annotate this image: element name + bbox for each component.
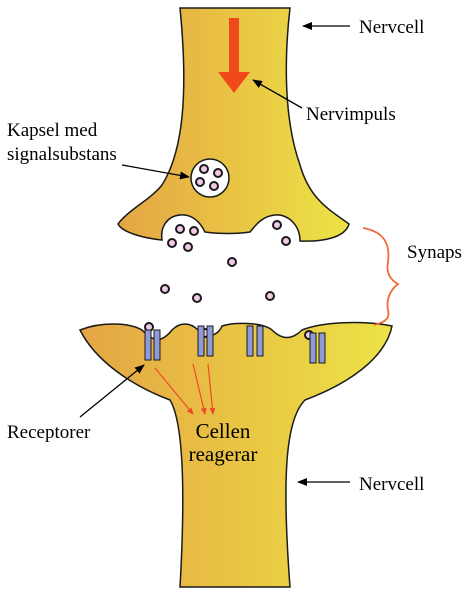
reaction-arrows (154, 363, 216, 415)
nerve-impulse-arrow (218, 18, 250, 93)
molecule (272, 220, 282, 230)
pointer-arrows (79, 22, 350, 486)
kapsel-label-line1: Kapsel med (7, 120, 98, 141)
nervimpuls-label: Nervimpuls (306, 104, 396, 125)
receptor (153, 329, 161, 361)
vesicle-pointer (121, 164, 190, 180)
receptor (246, 325, 254, 357)
molecule (281, 236, 291, 246)
presynaptic-neuron (117, 7, 350, 242)
neurotransmitter-molecules (144, 220, 314, 340)
nervcell-bottom-label: Nervcell (359, 474, 424, 495)
nervcell-top-label: Nervcell (359, 17, 424, 38)
receptor (144, 329, 152, 361)
synapse-brace (362, 227, 400, 326)
receptorer-label: Receptorer (7, 422, 91, 443)
molecule (183, 242, 193, 252)
receptor (318, 332, 326, 364)
molecule (192, 293, 202, 303)
nervimpuls-pointer (252, 79, 303, 109)
receptor (309, 332, 317, 364)
postsynaptic-neuron (78, 321, 393, 588)
molecule (167, 238, 177, 248)
cellen-label-line2: reagerar (189, 442, 258, 466)
receptor (197, 325, 205, 357)
molecule (160, 284, 170, 294)
synaps-label: Synaps (407, 242, 462, 263)
receptor (256, 325, 264, 357)
kapsel-label-line2: signalsubstans (7, 144, 117, 165)
receptor (206, 325, 214, 357)
cellen-label-line1: Cellen (196, 419, 251, 443)
molecule (227, 257, 237, 267)
vesicle-capsule (190, 158, 230, 198)
molecule (265, 291, 275, 301)
receptor-pointer (79, 364, 145, 418)
molecule (175, 224, 185, 234)
molecule (189, 226, 199, 236)
receptors (144, 325, 326, 364)
